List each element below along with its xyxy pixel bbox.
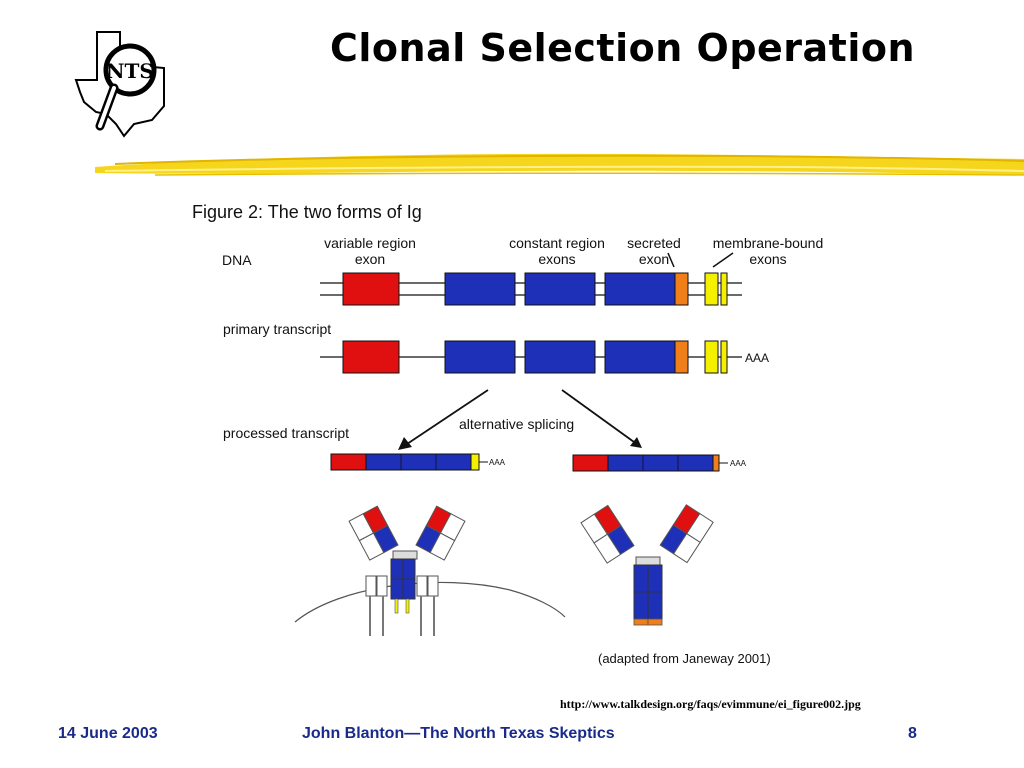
dna-membrane-exon-1 — [704, 272, 719, 306]
processed-right-variable — [572, 454, 609, 472]
label-constant-exons: exons — [538, 251, 575, 267]
processed-right-secreted — [712, 454, 720, 472]
dna-constant-exon-1 — [444, 272, 516, 306]
row-label-dna: DNA — [222, 252, 252, 268]
row-label-primary-transcript: primary transcript — [223, 321, 331, 337]
label-constant-region: constant region — [509, 235, 605, 251]
primary-constant-exon-1 — [444, 340, 516, 374]
pointer-membrane — [712, 252, 734, 268]
primary-membrane-exon-2 — [720, 340, 728, 374]
primary-constant-exon-2 — [524, 340, 596, 374]
pointer-secreted — [667, 252, 675, 268]
splicing-arrow-right — [561, 389, 642, 448]
processed-left-polya: AAA — [489, 458, 506, 467]
processed-secreted-transcript: AAA — [572, 454, 747, 472]
primary-secreted-exon — [674, 340, 689, 374]
processed-right-polya: AAA — [730, 459, 747, 468]
page-number: 8 — [908, 725, 917, 742]
figure-credit: (adapted from Janeway 2001) — [598, 651, 771, 666]
label-secreted-exon: exon — [639, 251, 669, 267]
processed-left-membrane — [470, 453, 480, 471]
processed-left-variable — [330, 453, 367, 471]
splicing-arrow-left — [398, 389, 489, 450]
membrane-bound-antibody — [294, 505, 566, 636]
dna-secreted-exon — [674, 272, 689, 306]
label-membrane-exons: exons — [749, 251, 786, 267]
processed-right-constant — [607, 454, 714, 472]
primary-constant-exon-3 — [604, 340, 676, 374]
cell-membrane — [294, 581, 566, 623]
yellow-swoosh-divider — [95, 153, 1024, 176]
label-secreted: secreted — [627, 235, 681, 251]
row-label-processed-transcript: processed transcript — [223, 425, 349, 441]
primary-transcript: AAA — [320, 340, 769, 374]
label-membrane-bound: membrane-bound — [713, 235, 824, 251]
dna-strand — [320, 272, 742, 306]
label-alternative-splicing: alternative splicing — [459, 416, 574, 432]
dna-constant-exon-2 — [524, 272, 596, 306]
dna-constant-exon-3 — [604, 272, 676, 306]
slide-title: Clonal Selection Operation — [330, 26, 916, 70]
primary-membrane-exon-1 — [704, 340, 719, 374]
source-url[interactable]: http://www.talkdesign.org/faqs/evimmune/… — [560, 697, 861, 711]
figure-title: Figure 2: The two forms of Ig — [192, 202, 422, 222]
secreted-antibody — [580, 504, 714, 626]
magnifier-lens — [103, 43, 157, 97]
dna-membrane-exon-2 — [720, 272, 728, 306]
texas-magnifier-logo-icon: NTS — [74, 31, 165, 138]
dna-variable-exon — [342, 272, 400, 306]
footer-author: John Blanton—The North Texas Skeptics — [302, 725, 615, 742]
primary-variable-exon — [342, 340, 400, 374]
label-variable-exon: exon — [355, 251, 385, 267]
ig-figure: Figure 2: The two forms of Ig variable r… — [190, 195, 840, 685]
primary-polya-tail: AAA — [745, 351, 769, 365]
footer-date: 14 June 2003 — [58, 725, 158, 742]
label-variable-region: variable region — [324, 235, 416, 251]
processed-membrane-transcript: AAA — [330, 453, 506, 471]
processed-left-constant — [365, 453, 472, 471]
logo-text: NTS — [106, 59, 154, 83]
